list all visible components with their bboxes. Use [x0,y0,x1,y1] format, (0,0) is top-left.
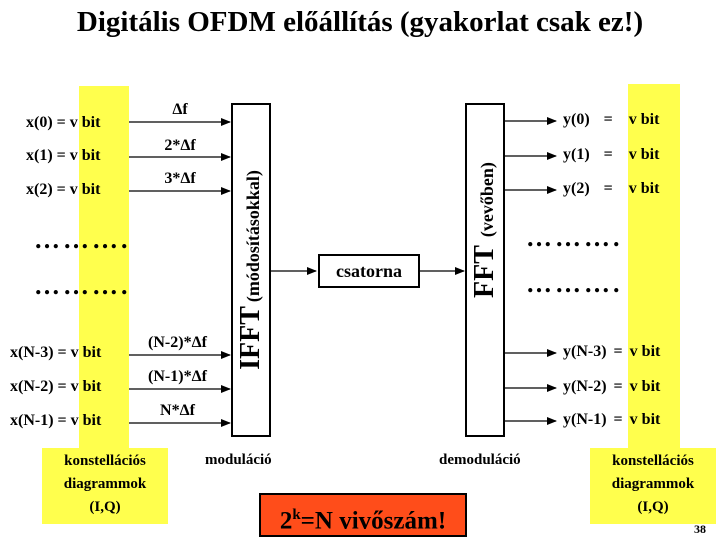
output-val: v bit [628,111,660,128]
constellation-right-line-1: konstellációs [612,453,694,469]
right-yellow-band [628,84,680,448]
constellation-right-box: konstellációs diagrammok (I,Q) [590,448,716,524]
output-row-3: y(N-3) = v bit [563,343,660,361]
input-label-0: x(0) = v bit [26,114,101,131]
input-ellipsis-2: ………. [34,271,131,300]
carrier-note-base: 2 [279,507,293,535]
output-eq: = [613,378,623,395]
output-name: y(0) [563,111,590,128]
output-name: y(N-3) [563,343,607,360]
fft-sub-label: (vevőben) [477,162,497,238]
output-row-0: y(0) = v bit [563,111,659,129]
output-ellipsis-1: ………. [526,223,623,252]
output-eq: = [603,111,613,128]
input-label-2: x(2) = v bit [26,181,101,198]
carrier-note-exponent: k [292,507,301,523]
input-ellipsis-1: ………. [34,225,131,254]
ifft-block: IFFT (módosításokkal) [231,103,271,437]
page-number: 38 [694,522,706,536]
freq-label-3: (N-2)*Δf [148,334,207,351]
slide-title: Digitális OFDM előállítás (gyakorlat csa… [76,6,644,38]
fft-block-label: FFT (vevőben) [469,87,500,373]
output-eq: = [613,343,623,360]
carrier-count-note: 2k=N vivőszám! [259,493,467,537]
output-val: v bit [628,146,660,163]
freq-label-2: 3*Δf [164,170,196,187]
ifft-main-label: IFFT [235,306,266,370]
constellation-right-line-2: diagrammok [611,476,695,492]
fft-block: FFT (vevőben) [465,103,505,437]
carrier-note-text: =N vivőszám! [300,507,447,535]
input-label-4: x(N-2) = v bit [10,378,102,395]
input-label-3: x(N-3) = v bit [10,344,102,361]
output-ellipsis-2: ………. [526,269,623,298]
channel-label: csatorna [336,261,402,281]
output-name: y(2) [563,180,590,197]
output-row-2: y(2) = v bit [563,180,659,198]
output-val: v bit [629,378,661,395]
modulation-label: moduláció [205,452,272,468]
output-val: v bit [629,343,661,360]
ifft-sub-label: (módosításokkal) [243,170,263,303]
output-eq: = [603,180,613,197]
output-row-5: y(N-1) = v bit [563,411,660,429]
freq-label-0: Δf [172,101,188,118]
output-name: y(N-2) [563,378,607,395]
output-eq: = [603,146,613,163]
freq-label-1: 2*Δf [164,137,196,154]
input-label-5: x(N-1) = v bit [10,412,102,429]
output-row-4: y(N-2) = v bit [563,378,660,396]
left-yellow-band [79,86,129,448]
constellation-left-line-1: konstellációs [64,453,146,469]
constellation-left-box: konstellációs diagrammok (I,Q) [42,448,168,524]
output-val: v bit [629,411,661,428]
constellation-left-line-3: (I,Q) [89,499,121,515]
output-name: y(1) [563,146,590,163]
output-name: y(N-1) [563,411,607,428]
output-eq: = [613,411,623,428]
output-row-1: y(1) = v bit [563,146,659,164]
freq-label-5: N*Δf [160,402,195,419]
constellation-right-line-3: (I,Q) [637,499,669,515]
demodulation-label: demoduláció [439,452,521,468]
output-val: v bit [628,180,660,197]
constellation-left-line-2: diagrammok [63,476,147,492]
input-label-1: x(1) = v bit [26,147,101,164]
channel-block: csatorna [318,254,420,288]
fft-main-label: FFT [469,245,500,298]
ifft-block-label: IFFT (módosításokkal) [235,105,266,435]
freq-label-4: (N-1)*Δf [148,368,207,385]
